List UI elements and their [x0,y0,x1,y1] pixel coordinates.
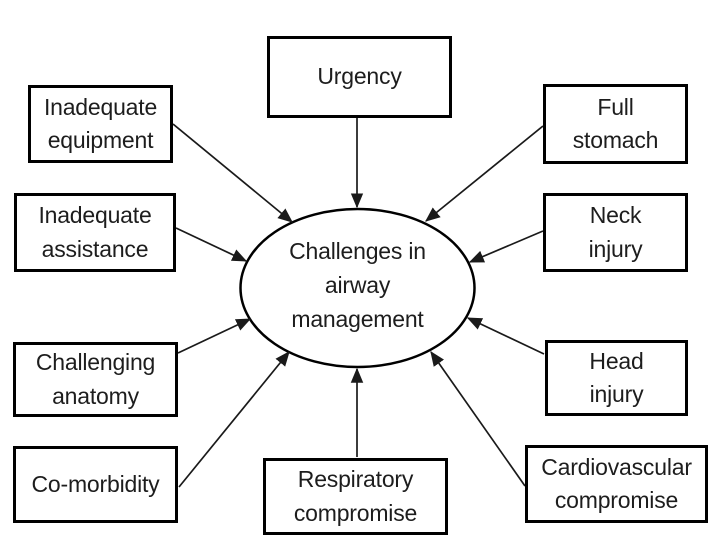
arrow-inadequate-equipment-to-center [172,123,293,223]
node-neck-injury: Neck injury [543,193,688,272]
node-respiratory-compromise: Respiratory compromise [263,458,448,535]
node-challenging-anatomy: Challenging anatomy [13,342,178,417]
arrow-cardiovascular-compromise-to-center [430,350,526,487]
arrow-co-morbidity-to-center [178,351,290,488]
node-co-morbidity: Co-morbidity [13,446,178,523]
arrow-head-injury-to-center [466,317,545,355]
node-cardiovascular-compromise: Cardiovascular compromise [525,445,708,523]
node-head-injury: Head injury [545,340,688,416]
center-ellipse-label: Challenges in airway management [289,238,426,332]
arrow-neck-injury-to-center [468,230,544,263]
arrow-challenging-anatomy-to-center [177,318,252,354]
center-ellipse [239,207,476,369]
arrow-full-stomach-to-center [425,125,544,222]
node-inadequate-assistance: Inadequate assistance [14,193,176,272]
node-inadequate-equipment: Inadequate equipment [28,85,173,163]
node-full-stomach: Full stomach [543,84,688,164]
arrow-inadequate-assistance-to-center [175,227,248,262]
node-urgency: Urgency [267,36,452,118]
